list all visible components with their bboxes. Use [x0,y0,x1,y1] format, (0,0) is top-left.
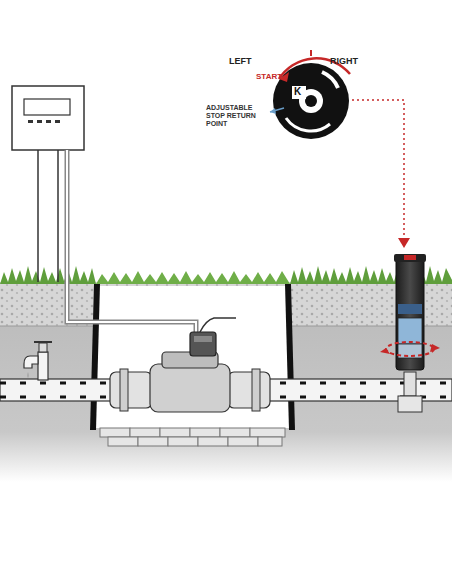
stop-label: ADJUSTABLE STOP RETURN POINT [206,104,262,128]
logo-letter: K [294,86,301,98]
direction-label: LEFT [229,56,252,67]
start-label: START [256,72,282,82]
faucet [24,342,52,380]
valve-box [93,284,292,446]
direction-label: RIGHT [330,56,358,67]
solenoid-valve [110,332,270,412]
controller [12,86,236,332]
arc-dial [270,50,410,248]
pop-up-sprinkler [380,254,440,412]
ground [0,266,452,482]
